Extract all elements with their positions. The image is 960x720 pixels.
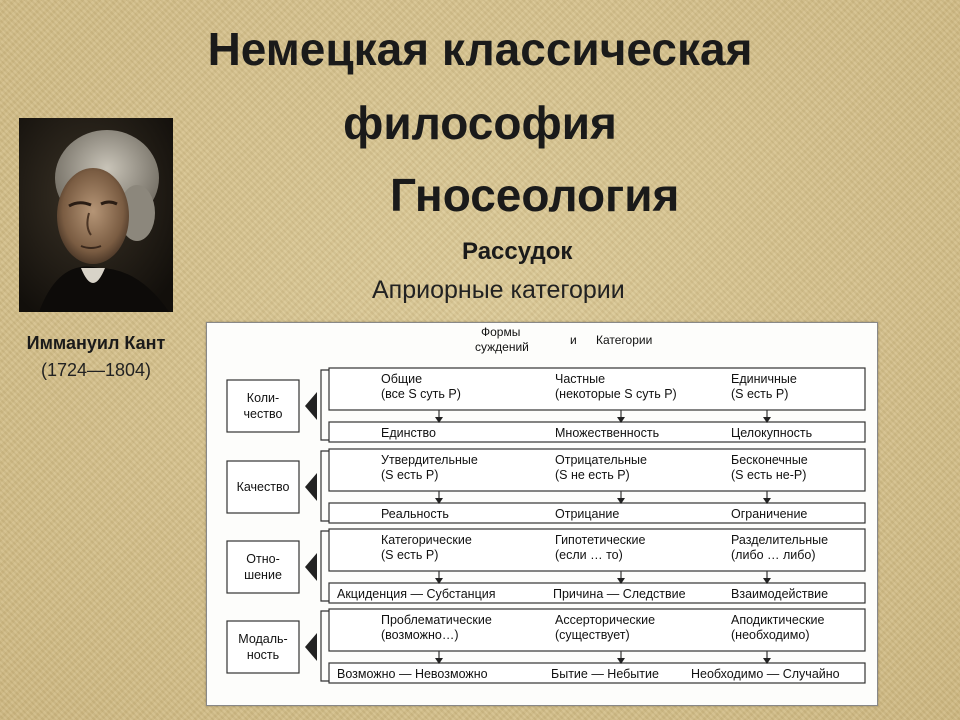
subtitle-bold: Рассудок [462,238,573,265]
form-name: Утвердительные [381,453,478,467]
down-arrow-head [763,578,771,584]
forms-box [328,448,866,492]
title-line-3: Гносеология [390,169,680,221]
down-arrow-head [617,578,625,584]
category-name: Множественность [555,426,659,440]
form-formula: (необходимо) [731,628,810,642]
category-name: Реальность [381,507,449,521]
form-name: Отрицательные [555,453,647,467]
pointer-triangle [305,633,317,661]
form-formula: (S есть Р) [381,468,438,482]
form-name: Категорические [381,533,472,547]
category-name: Ограничение [731,507,807,521]
form-formula: (S не есть Р) [555,468,630,482]
form-name: Общие [381,372,422,386]
group-bracket [320,369,329,441]
down-arrow-head [763,417,771,423]
down-arrow-head [435,658,443,664]
form-formula: (все S суть Р) [381,387,461,401]
group-label-text: чество [244,407,283,421]
category-name: Единство [381,426,436,440]
down-arrow-head [617,498,625,504]
form-formula: (S есть не-Р) [731,468,806,482]
categories-box [328,662,866,684]
forms-box [328,608,866,652]
category-name: Взаимодействие [731,587,828,601]
form-formula: (существует) [555,628,630,642]
pointer-triangle [305,392,317,420]
category-name: Возможно — Невозможно [337,667,488,681]
group-label-text: Качество [237,480,290,494]
down-arrow-head [617,658,625,664]
form-name: Бесконечные [731,453,808,467]
category-name: Бытие — Небытие [551,667,659,681]
down-arrow-head [435,498,443,504]
down-arrow-head [435,578,443,584]
form-name: Частные [555,372,605,386]
group-label-text: Модаль- [238,632,287,646]
form-formula: (либо … либо) [731,548,816,562]
group-label-text: Коли- [247,391,279,405]
group-label-box [226,620,300,674]
category-name: Необходимо — Случайно [691,667,840,681]
form-name: Ассерторические [555,613,655,627]
form-name: Аподиктические [731,613,825,627]
group-label-box [226,460,300,514]
forms-box [328,367,866,411]
person-years: (1724—1804) [40,360,152,380]
title-line-1: Немецкая классическая [207,23,753,75]
group-label-text: ность [247,648,279,662]
down-arrow-head [763,498,771,504]
form-formula: (если … то) [555,548,623,562]
form-name: Единичные [731,372,797,386]
header-categories: Категории [596,333,652,347]
category-name: Причина — Следствие [553,587,686,601]
group-label-text: шение [244,568,282,582]
category-name: Акциденция — Субстанция [337,587,496,601]
down-arrow-head [763,658,771,664]
group-label-box [226,540,300,594]
person-name: Иммануил Кант [26,333,166,353]
form-name: Разделительные [731,533,828,547]
form-formula: (S есть Р) [731,387,788,401]
down-arrow-head [617,417,625,423]
header-forms-line2: суждений [475,340,529,354]
subtitle-normal: Априорные категории [372,276,625,304]
group-label-box [226,379,300,433]
category-name: Отрицание [555,507,619,521]
header-and: и [570,333,577,347]
categories-box [328,502,866,524]
kant-portrait-image [19,118,173,312]
group-bracket [320,610,329,682]
pointer-triangle [305,553,317,581]
form-formula: (S есть Р) [381,548,438,562]
group-label-text: Отно- [246,552,279,566]
form-formula: (возможно…) [381,628,459,642]
categories-box [328,421,866,443]
categories-box [328,582,866,604]
pointer-triangle [305,473,317,501]
category-name: Целокупность [731,426,812,440]
form-name: Проблематические [381,613,492,627]
header-forms-line1: Формы [481,325,520,339]
forms-box [328,528,866,572]
form-name: Гипотетические [555,533,645,547]
group-bracket [320,530,329,602]
title-line-2: философия [343,97,617,149]
group-bracket [320,450,329,522]
down-arrow-head [435,417,443,423]
form-formula: (некоторые S суть Р) [555,387,677,401]
